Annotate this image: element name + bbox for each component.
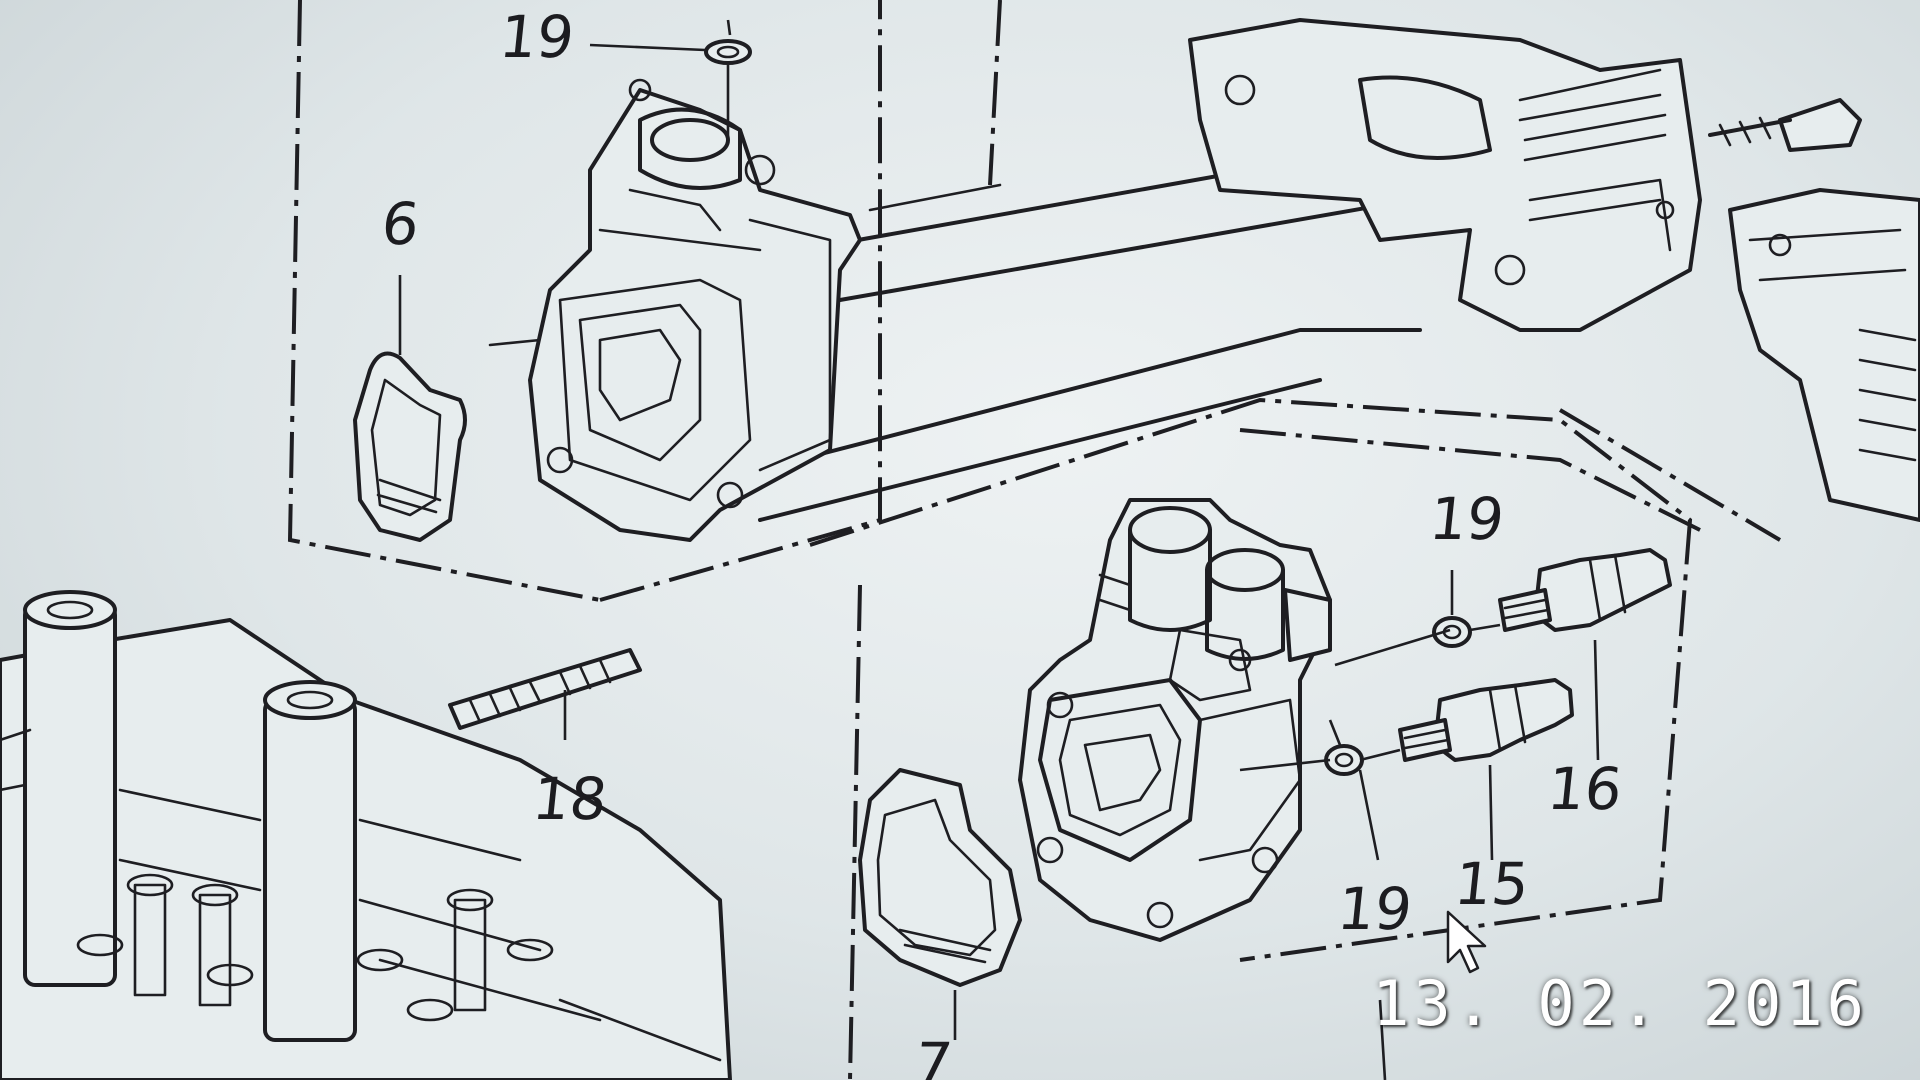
right-housing	[1188, 18, 1702, 332]
callout-18: 18	[529, 765, 611, 833]
callout-19-mid: 19	[1426, 485, 1508, 553]
washer-bottom	[1324, 744, 1364, 776]
upper-assembly-outline	[287, 0, 1002, 602]
photo-date-stamp: 13. 02. 2016	[1372, 967, 1868, 1040]
washer-mid	[1432, 616, 1472, 648]
right-block	[1728, 188, 1920, 522]
lower-valve-body	[1018, 498, 1332, 942]
mouse-cursor-icon	[1446, 910, 1487, 974]
cylinder-head	[0, 590, 732, 1080]
sensor-part-15	[1398, 678, 1574, 762]
gasket-part-7	[858, 768, 1022, 987]
callout-19-bottom: 19	[1334, 875, 1416, 943]
sensor-part-16	[1498, 548, 1672, 632]
callout-16: 16	[1544, 755, 1626, 823]
washer-top	[704, 39, 752, 65]
callout-19-top: 19	[496, 3, 578, 71]
right-bolt	[1708, 98, 1862, 152]
leader-lines	[398, 19, 1600, 1080]
stud-part-18	[448, 648, 642, 730]
callout-15: 15	[1451, 850, 1533, 918]
lower-assembly-outline	[809, 397, 1782, 1080]
callout-6: 6	[378, 190, 423, 258]
upper-valve-body	[528, 78, 862, 542]
gasket-part-6	[353, 351, 467, 542]
callout-7: 7	[911, 1030, 956, 1080]
